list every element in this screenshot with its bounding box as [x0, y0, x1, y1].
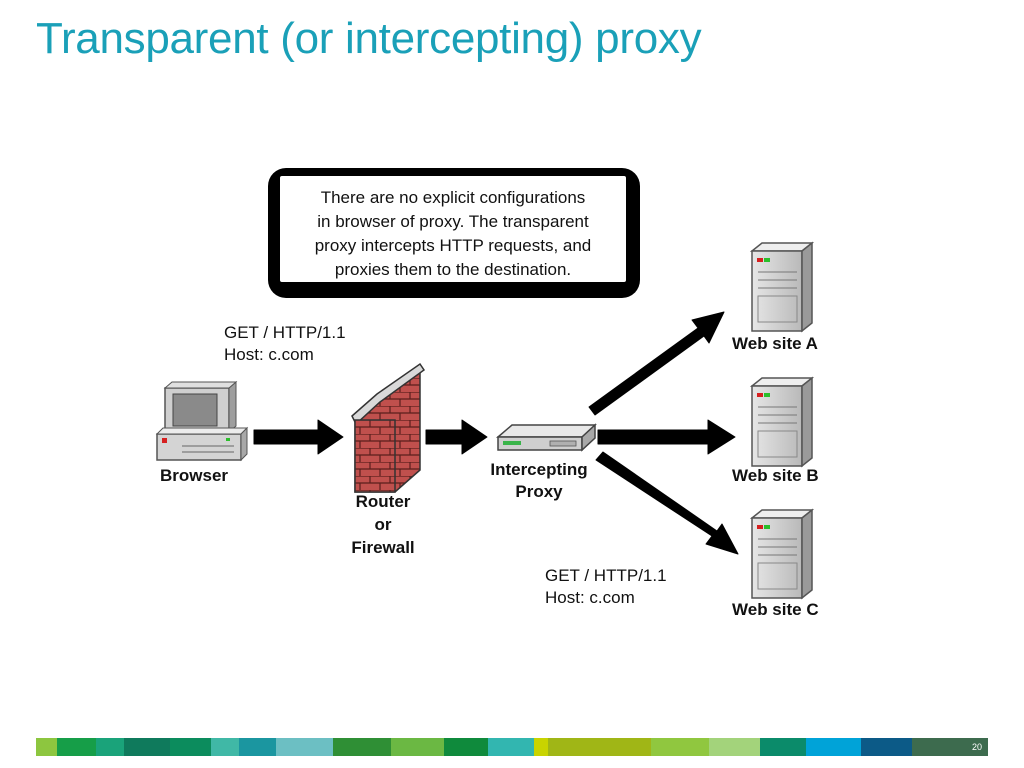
footer-segment — [547, 738, 652, 756]
callout-line: proxy intercepts HTTP requests, and — [314, 236, 592, 255]
browser-label: Browser — [160, 466, 229, 485]
footer-segment — [651, 738, 710, 756]
proxy-device-icon — [495, 423, 597, 452]
footer-segment — [169, 738, 212, 756]
server-a-icon — [749, 241, 815, 333]
computer-icon — [155, 380, 249, 462]
slide-title: Transparent (or intercepting) proxy — [36, 14, 702, 63]
footer-segment — [333, 738, 391, 756]
footer-segment — [275, 738, 334, 756]
callout-line: There are no explicit configurations — [320, 188, 586, 207]
proxy-label: Intercepting Proxy — [490, 460, 588, 501]
footer-segment — [95, 738, 124, 756]
callout-line: proxies them to the destination. — [334, 260, 572, 279]
server-b-icon — [749, 376, 815, 468]
callout-text: There are no explicit configurations in … — [280, 186, 626, 282]
footer-segment — [211, 738, 239, 756]
footer-segment — [533, 738, 548, 756]
arrow-proxy-site-a — [588, 311, 725, 416]
arrow-proxy-site-b — [597, 419, 736, 455]
footer-segment — [443, 738, 488, 756]
footer-segment — [709, 738, 760, 756]
footer-segment — [911, 738, 989, 756]
footer-segment — [238, 738, 276, 756]
site-a-label: Web site A — [732, 334, 818, 353]
forwarded-request-label: GET / HTTP/1.1 Host: c.com — [545, 566, 667, 607]
client-request-label: GET / HTTP/1.1 Host: c.com — [224, 323, 346, 364]
site-b-label: Web site B — [732, 466, 819, 485]
server-c-icon — [749, 508, 815, 600]
arrow-browser-firewall — [253, 419, 344, 455]
arrow-proxy-site-c — [595, 451, 739, 555]
explanation-callout: There are no explicit configurations in … — [268, 168, 640, 298]
footer-segment — [487, 738, 534, 756]
footer-segment — [123, 738, 170, 756]
arrow-firewall-proxy — [425, 419, 488, 455]
footer-segment — [36, 738, 57, 756]
footer-segment — [759, 738, 806, 756]
footer-segment — [861, 738, 912, 756]
footer-color-bar — [36, 738, 989, 756]
site-c-label: Web site C — [732, 600, 819, 619]
page-number: 20 — [972, 742, 983, 752]
footer-segment — [56, 738, 96, 756]
firewall-icon — [351, 362, 426, 493]
footer-segment — [390, 738, 444, 756]
callout-line: in browser of proxy. The transparent — [317, 212, 589, 231]
footer-segment — [805, 738, 862, 756]
firewall-label: Router or Firewall — [351, 492, 415, 557]
